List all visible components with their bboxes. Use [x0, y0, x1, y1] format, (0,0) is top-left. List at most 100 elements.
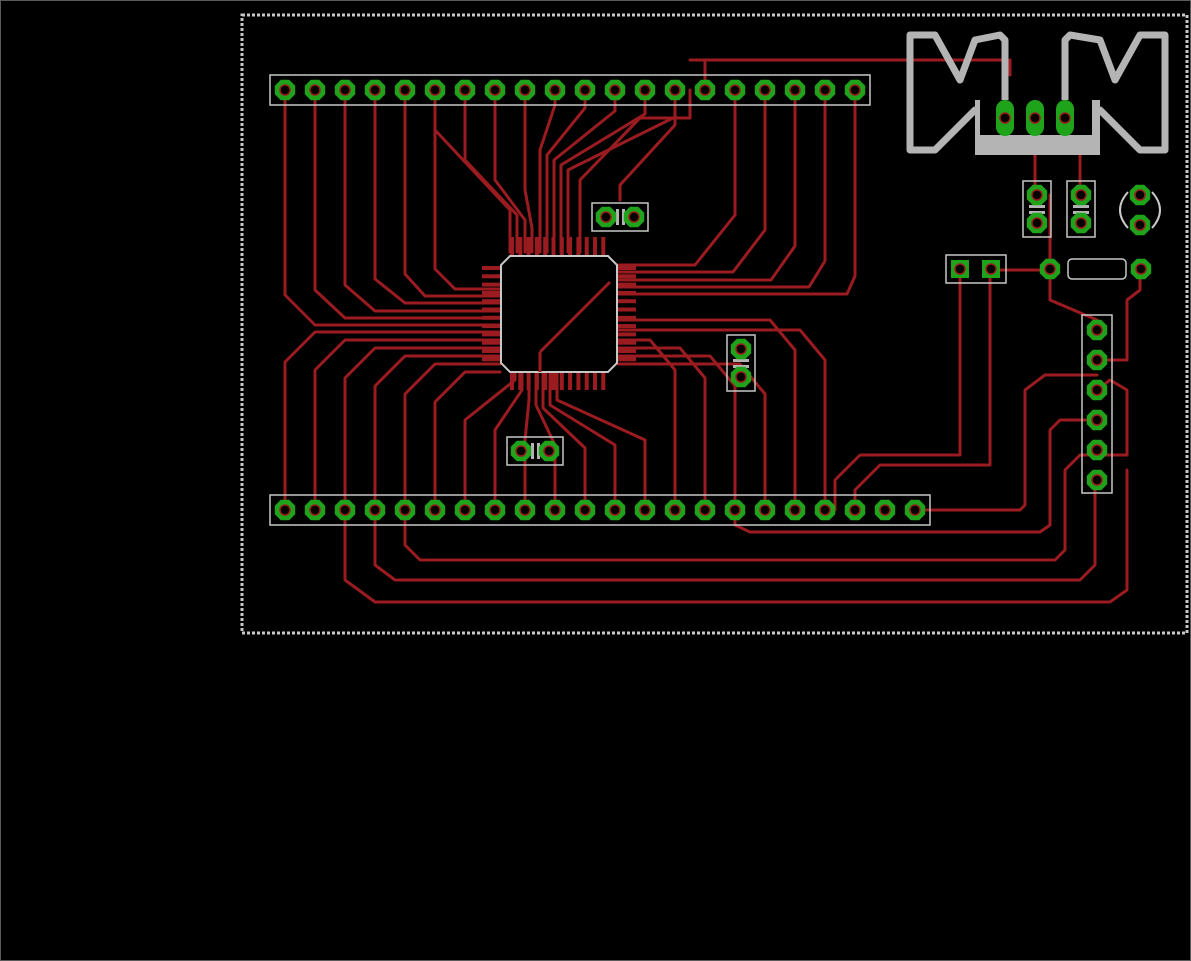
top-header-pin-11 [574, 79, 596, 101]
top-header-pin-18 [784, 79, 806, 101]
usb-connector [906, 31, 1169, 155]
cap-pad [1026, 212, 1048, 234]
trace-side-3 [403, 378, 1129, 562]
mcu-pin-right [618, 324, 636, 329]
top-header-pin-14 [664, 79, 686, 101]
trace-side-4 [373, 478, 1097, 582]
mcu-pin-left [482, 290, 500, 295]
pad-drill [339, 84, 351, 96]
side-header-pin-2 [1086, 349, 1108, 371]
cap-pad [595, 206, 617, 228]
mcu-pin-right [618, 266, 636, 270]
bottom-header-pin-17 [754, 499, 776, 521]
trace-chip-bottom-mid-2 [523, 370, 531, 512]
pad-drill [459, 84, 471, 96]
cap-plate [1073, 205, 1089, 208]
mcu-pin-left [482, 315, 500, 320]
pad-drill [849, 504, 861, 516]
mcu-pin-top [534, 237, 539, 255]
pad-drill [628, 211, 640, 223]
trace-chip-bottom-right-5 [616, 328, 827, 512]
mcu-pin-right [618, 307, 636, 312]
bottom-header-pin-7 [454, 499, 476, 521]
led-pad [1129, 214, 1151, 236]
pad-drill [819, 504, 831, 516]
trace-top-mid-3 [523, 88, 534, 254]
top-header-pin-13 [634, 79, 656, 101]
mcu-pin-right [618, 274, 636, 279]
cap-pad [1070, 212, 1092, 234]
cap-plate [622, 209, 625, 225]
pad-drill [489, 84, 501, 96]
trace-chip-bottom-mid-0 [463, 370, 517, 512]
bottom-header-pin-8 [484, 499, 506, 521]
top-header-pin-3 [334, 79, 356, 101]
mcu-pin-top [510, 237, 514, 255]
usb-shell-right [1061, 31, 1169, 154]
pad-drill [1134, 189, 1146, 201]
pad-drill [1075, 189, 1087, 201]
pad-drill [543, 445, 555, 457]
trace-jumper-b [853, 268, 992, 512]
mcu-pin-bottom [518, 372, 523, 390]
mcu-pin-top [559, 237, 564, 255]
mcu-pin-left [482, 332, 500, 337]
mcu-pin-right [618, 357, 636, 362]
trace-top-right-side-2 [616, 88, 797, 282]
pad-drill [1031, 189, 1043, 201]
trace-chip-bottom-right-2 [616, 354, 737, 512]
top-header-pin-7 [454, 79, 476, 101]
resistor-pad [1130, 258, 1152, 280]
cap-pad [730, 338, 752, 360]
mcu-pin-left [482, 307, 500, 312]
cap-pad [730, 366, 752, 388]
bottom-header-pin-20 [844, 499, 866, 521]
usb-drill [1059, 112, 1071, 124]
pad-drill [579, 84, 591, 96]
bottom-header-pin-2 [304, 499, 326, 521]
mcu-pin-bottom [601, 372, 606, 390]
6-pin-header [1081, 314, 1113, 494]
trace-top-mid-1 [463, 88, 519, 254]
mcu-pin-bottom [534, 372, 539, 390]
trace-top-left-0 [283, 88, 502, 327]
trace-top-right-side-0 [616, 88, 737, 267]
trace-side-led [1095, 268, 1142, 362]
trace-top-right-a [578, 88, 692, 254]
bottom-header-pin-21 [874, 499, 896, 521]
trace-top-left-4 [403, 88, 502, 298]
capacitor [506, 436, 564, 466]
mcu-pin-right [618, 315, 636, 320]
bottom-header-pin-19 [814, 499, 836, 521]
trace-top-center-2 [552, 88, 617, 254]
cap-outline [1022, 180, 1052, 238]
top-header-pin-6 [424, 79, 446, 101]
mcu-pin-top [526, 237, 531, 255]
pad-drill [1031, 217, 1043, 229]
2-pin-jumper [945, 254, 1007, 284]
top-header-pin-12 [604, 79, 626, 101]
mcu-pin-bottom [543, 372, 548, 390]
side-header-pin-1 [1086, 319, 1108, 341]
mcu-pin-left [482, 357, 500, 362]
pad-drill [1091, 444, 1103, 456]
pad-drill [1075, 217, 1087, 229]
cap-outline [591, 202, 649, 232]
cap-pad [510, 440, 532, 462]
mcu-pin-top [584, 237, 589, 255]
capacitor [1066, 180, 1096, 238]
pad-drill [309, 504, 321, 516]
pad-drill [759, 504, 771, 516]
resistor-pad [1039, 258, 1061, 280]
pad-drill [954, 263, 966, 275]
mcu-pin-bottom [576, 372, 581, 390]
pad-drill [279, 504, 291, 516]
trace-top-left-5 [433, 88, 502, 291]
top-header-pin-5 [394, 79, 416, 101]
pad-drill [1091, 354, 1103, 366]
trace-chip-bottom-left-5 [433, 370, 502, 512]
pad-drill [669, 504, 681, 516]
top-header-pin-1 [274, 79, 296, 101]
pad-drill [459, 504, 471, 516]
